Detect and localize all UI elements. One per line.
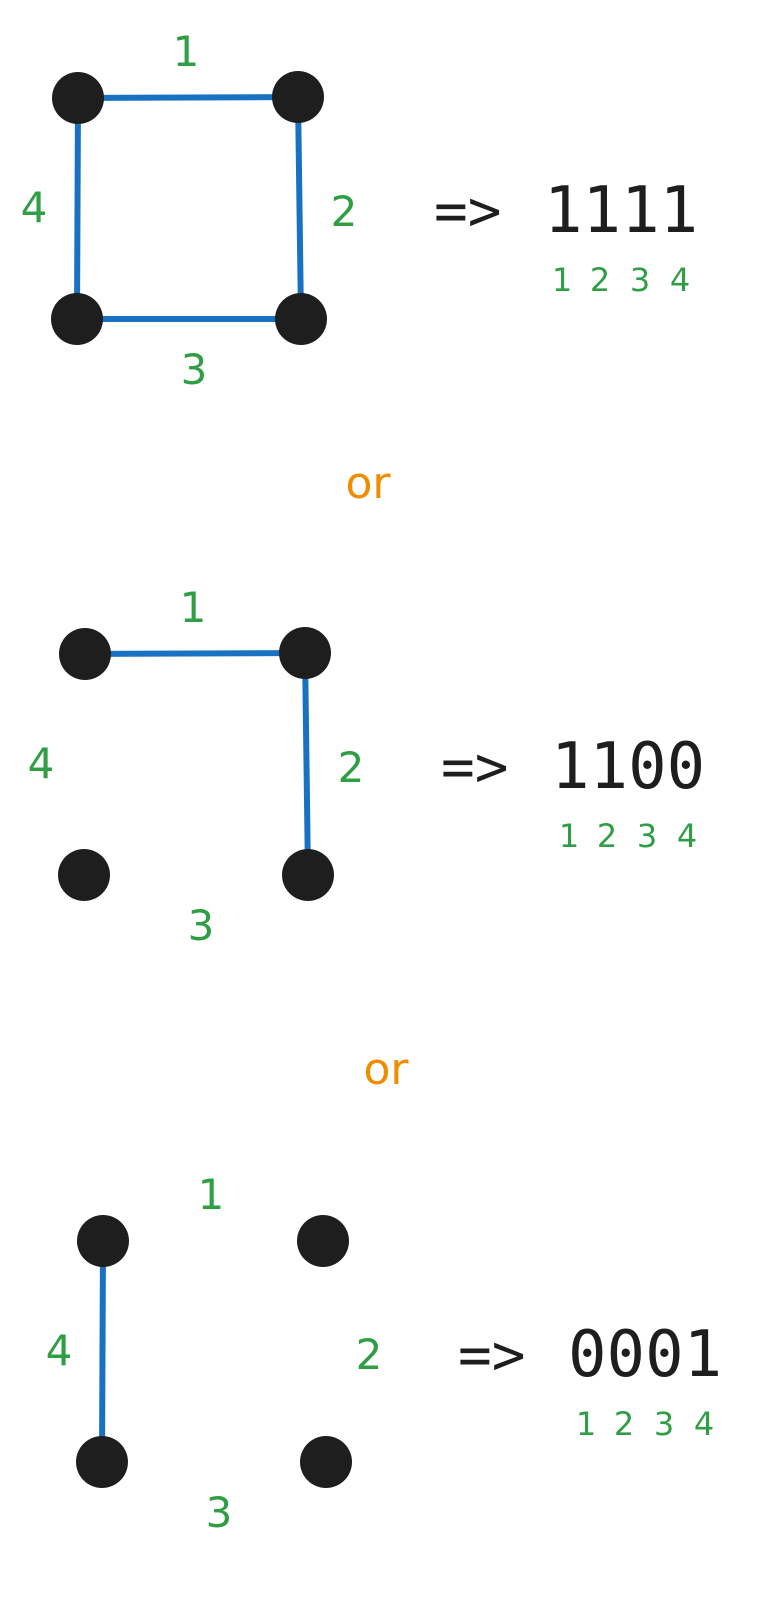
graph-2-node-top-left [59, 628, 111, 680]
graph-2-index-1: 1 [559, 817, 579, 855]
graph-3-label-3: 3 [206, 1488, 233, 1537]
or-connector-1: or [345, 458, 391, 509]
graph-2-node-bottom-left [58, 849, 110, 901]
graph-1-edge-2 [295, 94, 304, 322]
graph-2-index-2: 2 [597, 817, 617, 855]
graph-1-index-4: 4 [670, 261, 690, 299]
graph-2-arrow: => [441, 735, 508, 800]
graph-3-node-top-left [77, 1215, 129, 1267]
graph-1-node-top-right [272, 71, 324, 123]
graph-3-node-top-right [297, 1215, 349, 1267]
graph-3-index-1: 1 [576, 1405, 596, 1443]
graph-1-index-3: 3 [630, 261, 650, 299]
graph-1-arrow: => [434, 179, 501, 244]
graph-2-edge-1 [82, 650, 308, 657]
graph-2-label-1: 1 [180, 583, 207, 632]
graph-2: 1 2 3 4 => 1100 1 2 3 4 [28, 583, 705, 950]
graph-3-label-2: 2 [356, 1330, 383, 1379]
graph-2-node-bottom-right [282, 849, 334, 901]
graph-3-label-4: 4 [46, 1326, 73, 1375]
graph-1-node-top-left [52, 72, 104, 124]
graph-2-edge-2 [302, 650, 311, 878]
graph-1-edge-1 [75, 94, 301, 101]
graph-3-node-bottom-left [76, 1436, 128, 1488]
graph-1-label-3: 3 [181, 345, 208, 394]
graph-1-index-2: 2 [590, 261, 610, 299]
graph-3: 1 2 3 4 => 0001 1 2 3 4 [46, 1170, 722, 1537]
graph-3-arrow: => [458, 1323, 525, 1388]
graph-1-edge-4 [74, 95, 81, 322]
graph-2-label-2: 2 [338, 743, 365, 792]
graph-2-label-3: 3 [188, 901, 215, 950]
graph-1-index-1: 1 [552, 261, 572, 299]
graph-2-code: 1100 [551, 730, 705, 804]
or-connector-2: or [363, 1044, 409, 1095]
graph-1-code: 1111 [544, 174, 698, 248]
graph-3-index-2: 2 [614, 1405, 634, 1443]
graph-1-node-bottom-right [275, 293, 327, 345]
graph-3-node-bottom-right [300, 1436, 352, 1488]
graph-1-label-2: 2 [331, 187, 358, 236]
graph-1-label-1: 1 [173, 27, 200, 76]
graph-1: 1 2 3 4 => 1111 1 2 3 4 [21, 27, 698, 394]
graph-1-node-bottom-left [51, 293, 103, 345]
graph-2-index-4: 4 [677, 817, 697, 855]
graph-2-label-4: 4 [28, 739, 55, 788]
graph-3-index-3: 3 [654, 1405, 674, 1443]
graph-3-index-4: 4 [694, 1405, 714, 1443]
graph-3-edge-4 [99, 1238, 106, 1465]
graph-3-label-1: 1 [198, 1170, 225, 1219]
graph-1-label-4: 4 [21, 183, 48, 232]
graph-2-node-top-right [279, 627, 331, 679]
graph-2-index-3: 3 [637, 817, 657, 855]
graph-3-code: 0001 [568, 1318, 722, 1392]
